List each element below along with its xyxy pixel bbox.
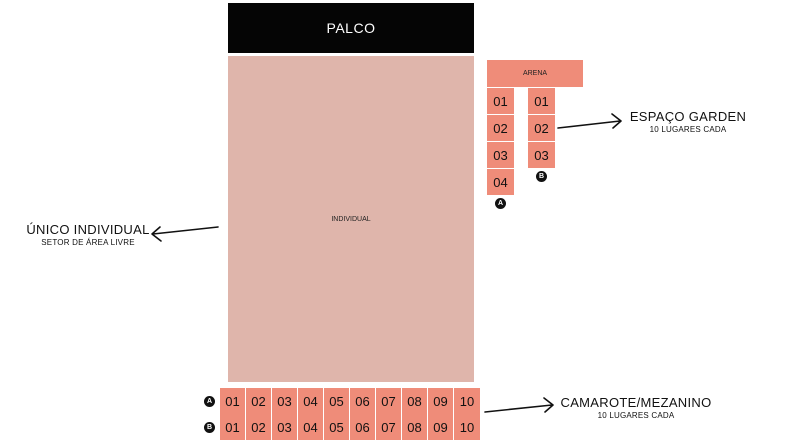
camarote-b-seat-05[interactable]: 05 (324, 414, 350, 440)
arena-a-seat-01[interactable]: 01 (487, 88, 514, 114)
unico-title: ÚNICO INDIVIDUAL (26, 222, 150, 237)
garden-subtitle: 10 LUGARES CADA (649, 125, 727, 134)
camarote-a-seat-06[interactable]: 06 (350, 388, 376, 414)
arena-b-seat-02[interactable]: 02 (528, 115, 555, 141)
arena-b-seat-03[interactable]: 03 (528, 142, 555, 168)
arena-header-label: ARENA (522, 70, 548, 77)
camarote-b-seat-06[interactable]: 06 (350, 414, 376, 440)
camarote-a-seat-10[interactable]: 10 (459, 393, 475, 409)
camarote-title: CAMAROTE/MEZANINO (560, 395, 712, 410)
camarote-b-seat-07[interactable]: 07 (376, 414, 402, 440)
camarote-label: CAMAROTE/MEZANINO 10 LUGARES CADA (556, 395, 716, 420)
camarote-a-seat-07[interactable]: 07 (376, 388, 402, 414)
arena-column-a-marker: A (495, 198, 506, 209)
camarote-b-seat-08[interactable]: 08 (402, 414, 428, 440)
individual-area[interactable]: INDIVIDUAL (228, 56, 474, 382)
stage: PALCO (228, 3, 474, 53)
camarote-row-a: 01 02 03 04 05 06 07 08 09 10 (220, 388, 480, 414)
camarote-a-seat-02[interactable]: 02 (246, 388, 272, 414)
camarote-row-a-marker: A (204, 396, 215, 407)
arena-b-seat-01[interactable]: 01 (528, 88, 555, 114)
camarote-b-seat-03[interactable]: 03 (272, 414, 298, 440)
camarote-arrow-icon (484, 397, 554, 413)
arena-a-seat-03[interactable]: 03 (487, 142, 514, 168)
camarote-a-seat-09[interactable]: 09 (428, 388, 454, 414)
arena-a-seat-02[interactable]: 02 (487, 115, 514, 141)
stage-label: PALCO (326, 20, 376, 36)
camarote-a-seat-03[interactable]: 03 (272, 388, 298, 414)
camarote-a-seat-05[interactable]: 05 (324, 388, 350, 414)
unico-arrow-icon (151, 226, 219, 242)
camarote-a-seat-04[interactable]: 04 (298, 388, 324, 414)
camarote-a-seat-08[interactable]: 08 (402, 388, 428, 414)
camarote-a-seat-01[interactable]: 01 (220, 388, 246, 414)
garden-label: ESPAÇO GARDEN 10 LUGARES CADA (618, 109, 758, 134)
unico-subtitle: SETOR DE ÁREA LIVRE (41, 238, 135, 247)
arena-a-seat-04[interactable]: 04 (487, 169, 514, 195)
arena-column-b-marker: B (536, 171, 547, 182)
arena-header: ARENA (487, 60, 583, 87)
garden-arrow-icon (557, 113, 622, 129)
individual-area-label: INDIVIDUAL (331, 215, 371, 223)
camarote-b-seat-01[interactable]: 01 (220, 414, 246, 440)
camarote-b-seat-09[interactable]: 09 (428, 414, 454, 440)
camarote-row-b: 01 02 03 04 05 06 07 08 09 10 (220, 414, 480, 440)
camarote-subtitle: 10 LUGARES CADA (597, 411, 675, 420)
camarote-b-seat-02[interactable]: 02 (246, 414, 272, 440)
camarote-b-seat-04[interactable]: 04 (298, 414, 324, 440)
unico-label: ÚNICO INDIVIDUAL SETOR DE ÁREA LIVRE (18, 222, 158, 247)
camarote-row-b-marker: B (204, 422, 215, 433)
camarote-b-seat-10[interactable]: 10 (459, 419, 475, 435)
garden-title: ESPAÇO GARDEN (629, 109, 747, 124)
